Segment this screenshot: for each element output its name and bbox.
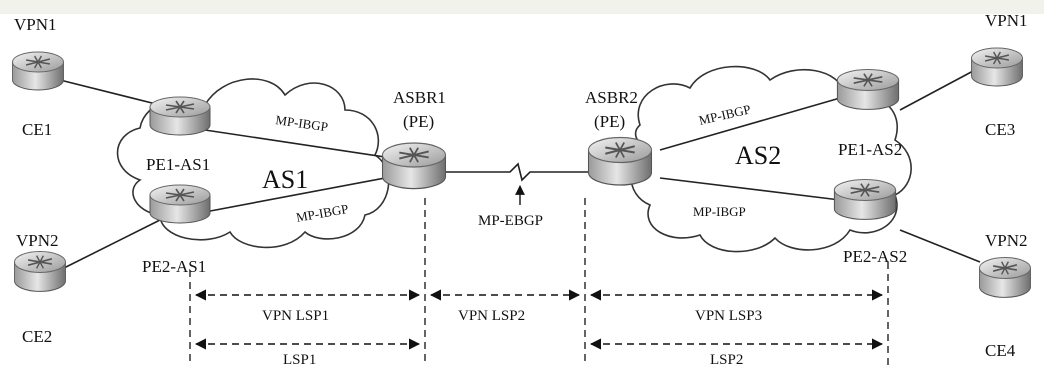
router-pe1-as1 xyxy=(149,96,211,136)
router-asbr2 xyxy=(587,136,653,186)
router-ce3 xyxy=(970,47,1024,87)
asbr1-role-label: (PE) xyxy=(403,112,434,131)
as1-top-ibgp-label: MP-IBGP xyxy=(275,112,329,134)
guides xyxy=(189,198,889,365)
lsp2-label: LSP2 xyxy=(710,352,743,368)
ce2-label: CE2 xyxy=(22,327,52,346)
link-ce2-pe2as1 xyxy=(59,219,161,271)
pe1-as1-label: PE1-AS1 xyxy=(146,155,210,174)
pe2-as2-label: PE2-AS2 xyxy=(843,247,907,266)
asbr1-label: ASBR1 xyxy=(393,88,446,107)
pe2-as1-label: PE2-AS1 xyxy=(142,257,206,276)
links xyxy=(59,69,981,271)
vpn-lsp2-label: VPN LSP2 xyxy=(458,308,525,324)
router-pe1-as2 xyxy=(836,68,900,111)
link-ce1-pe1as1 xyxy=(59,79,161,106)
link-asbr2-pe2as2 xyxy=(659,177,841,201)
as1-label: AS1 xyxy=(262,165,308,194)
link-pe1as1-asbr1 xyxy=(204,129,386,158)
router-ce1 xyxy=(11,51,65,91)
router-pe2-as1 xyxy=(149,184,211,224)
router-ce2 xyxy=(13,250,67,293)
ce4-label: CE4 xyxy=(985,341,1016,360)
top-band xyxy=(0,0,1044,14)
as2-bottom-ibgp-label: MP-IBGP xyxy=(693,204,746,219)
asbr2-role-label: (PE) xyxy=(594,112,625,131)
ce1-label: CE1 xyxy=(22,120,52,139)
ce3-vpn-label: VPN1 xyxy=(985,11,1028,30)
router-pe2-as2 xyxy=(833,178,897,221)
link-pe2as2-ce4 xyxy=(899,229,981,263)
lsp1-label: LSP1 xyxy=(283,352,316,368)
link-asbr2-pe1as2 xyxy=(659,97,841,151)
as2-label: AS2 xyxy=(735,141,781,170)
ce1-vpn-label: VPN1 xyxy=(14,15,57,34)
lsp-arrows xyxy=(194,289,884,350)
ce2-vpn-label: VPN2 xyxy=(16,231,59,250)
link-asbr1-asbr2 xyxy=(445,162,600,182)
vpn-lsp1-label: VPN LSP1 xyxy=(262,308,329,324)
ce3-label: CE3 xyxy=(985,120,1015,139)
link-pe2as1-asbr1 xyxy=(204,177,386,213)
ebgp-label: MP-EBGP xyxy=(478,213,543,229)
pe1-as2-label: PE1-AS2 xyxy=(838,140,902,159)
vpn-lsp3-label: VPN LSP3 xyxy=(695,308,762,324)
router-ce4 xyxy=(978,256,1032,299)
router-asbr1 xyxy=(381,142,447,190)
link-pe1as2-ce3 xyxy=(899,69,976,111)
ce4-vpn-label: VPN2 xyxy=(985,231,1028,250)
asbr2-label: ASBR2 xyxy=(585,88,638,107)
